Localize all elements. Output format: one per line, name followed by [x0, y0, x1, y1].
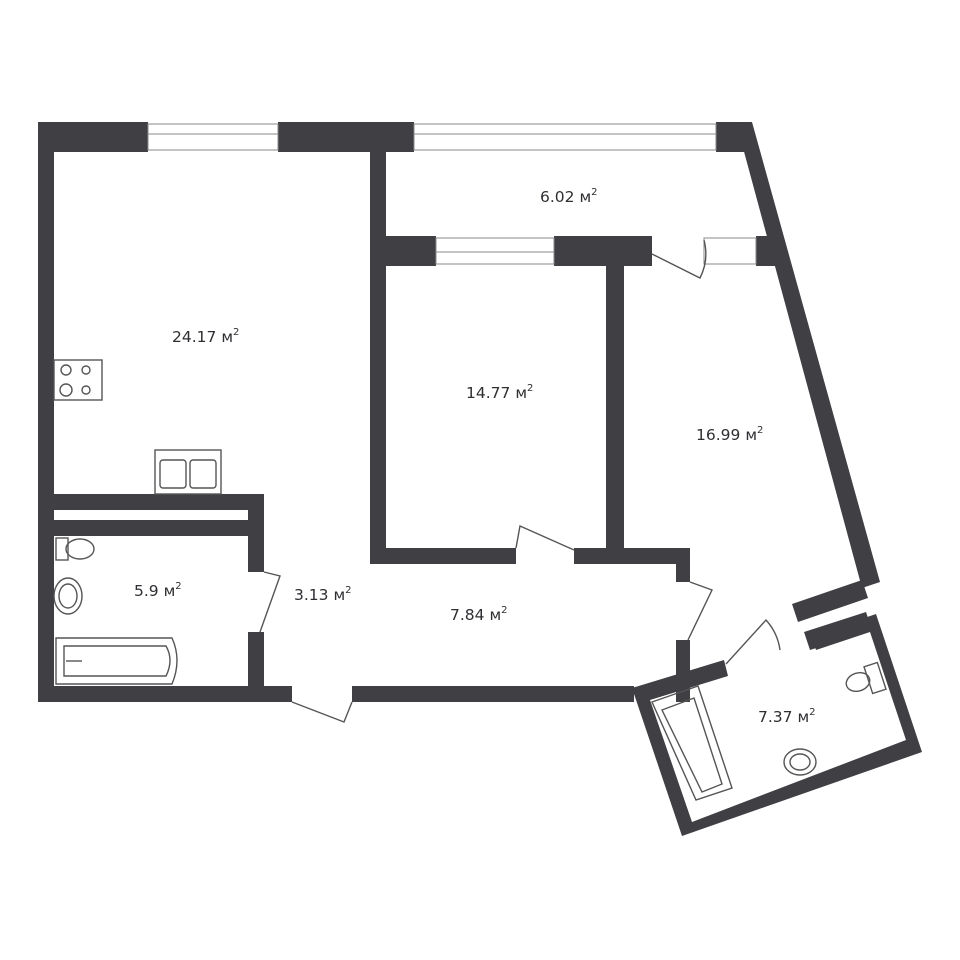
room-area-bedroom-right: 16.99 м2 — [696, 425, 763, 444]
window-bedroom-middle — [435, 237, 555, 265]
window-kitchen — [147, 123, 279, 151]
door-bedroom-middle-swing — [515, 524, 575, 551]
wall-top-middle — [278, 122, 414, 152]
wall-bed-mid-bottom-right — [574, 548, 690, 564]
room-area-bathroom-left: 5.9 м2 — [134, 581, 182, 600]
washbasin-icon — [53, 577, 83, 615]
room-area-entry-hall: 3.13 м2 — [294, 585, 352, 604]
wall-bath-left-right — [248, 494, 264, 572]
wall-bathroom-right — [632, 614, 922, 836]
wall-balcony-bottom-mid — [554, 236, 652, 266]
room-labels: 24.17 м2 6.02 м2 14.77 м2 16.99 м2 5.9 м… — [134, 187, 816, 726]
wall-corridor-right-top — [676, 548, 690, 582]
washbasin-icon-right — [783, 748, 817, 776]
bathtub-icon — [55, 637, 178, 685]
window-bedroom-right — [703, 237, 757, 265]
bathtub-icon-right — [651, 685, 733, 801]
door-entry-swing — [291, 701, 353, 723]
wall-kitchen-right — [370, 150, 386, 564]
door-balcony-swing — [651, 239, 707, 279]
wall-bottom-middle — [352, 686, 634, 702]
wall-kitchen-bath-2 — [54, 520, 264, 536]
wall-bath-left-right-low — [248, 632, 264, 702]
wall-niche-2 — [804, 612, 872, 650]
windows — [147, 123, 757, 265]
wall-bottom-left — [38, 686, 292, 702]
stove-icon — [53, 359, 103, 401]
wall-niche — [792, 580, 868, 622]
walls — [38, 122, 922, 836]
doors — [259, 239, 781, 723]
room-area-corridor: 7.84 м2 — [450, 605, 508, 624]
toilet-icon-right — [845, 661, 887, 695]
toilet-icon — [55, 537, 95, 561]
wall-bed-mid-bottom-left — [370, 548, 516, 564]
room-area-balcony: 6.02 м2 — [540, 187, 598, 206]
wall-left — [38, 122, 54, 702]
wall-balcony-bottom-left — [386, 236, 436, 266]
room-area-bathroom-right: 7.37 м2 — [758, 707, 816, 726]
room-area-kitchen-living: 24.17 м2 — [172, 327, 239, 346]
wall-right-slanted — [736, 122, 880, 588]
door-bathroom-right-swing — [725, 618, 781, 665]
window-balcony — [413, 123, 717, 151]
wall-kitchen-bath — [54, 494, 264, 510]
wall-bedrooms — [606, 266, 624, 564]
door-bath-left-swing — [259, 571, 281, 633]
door-corridor-right-swing — [687, 581, 713, 641]
kitchen-sink-icon — [154, 449, 222, 495]
room-area-bedroom-middle: 14.77 м2 — [466, 383, 533, 402]
wall-top-left — [38, 122, 148, 152]
